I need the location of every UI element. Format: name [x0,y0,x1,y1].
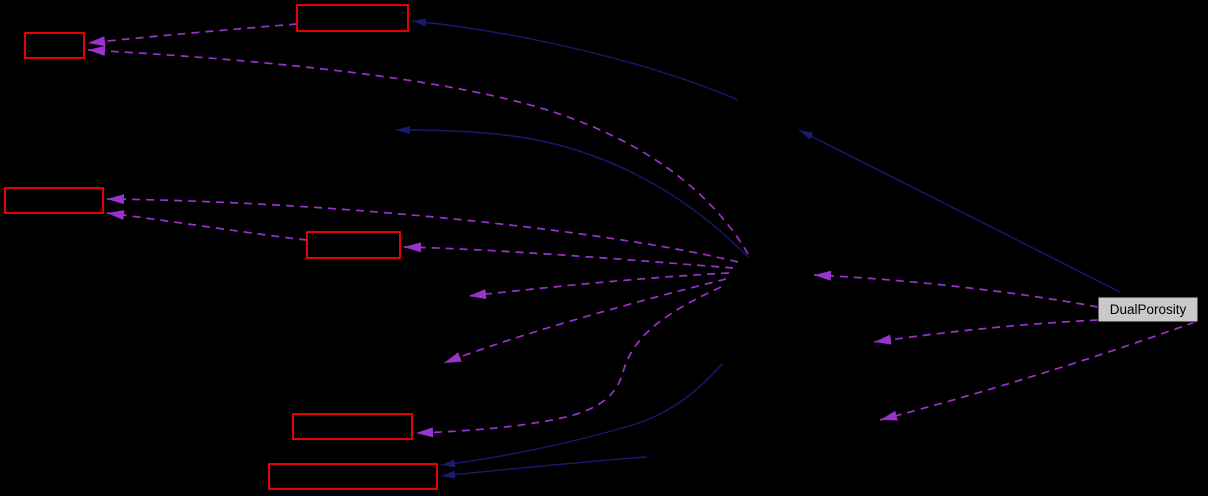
edge-usage-hidden-to-center [403,242,734,269]
edge-usage-hidden-to-bottom [415,286,722,438]
node-class-box-top-middle[interactable] [296,4,409,32]
edge-inherit-dualporosity-to-hidden [798,129,1121,293]
edge-inherit-hidden-to-hidden-left [395,126,749,258]
edge-inherit-hidden-to-bottom-wide-1 [440,363,723,468]
edge-usage-center-to-left-middle [106,210,308,241]
node-class-box-top-left[interactable] [24,32,85,59]
edge-usage-dualporosity-to-hidden-e [879,321,1196,421]
edge-usage-hidden-to-hidden-a [468,272,730,300]
node-class-box-bottom-wide[interactable] [268,463,438,490]
edge-inherit-hidden-to-bottom-wide-2 [440,456,648,479]
node-class-box-left-middle[interactable] [4,187,104,214]
node-dual-porosity[interactable]: DualPorosity [1097,296,1199,323]
node-class-box-bottom[interactable] [292,413,413,440]
edge-usage-hidden-to-left-middle-1 [106,194,739,263]
edge-usage-hidden-to-top-left [87,45,749,255]
edge-usage-dualporosity-to-hidden-c [813,270,1099,308]
edge-usage-top-middle-to-top-left [87,23,298,47]
edge-inherit-hidden-to-top-middle [411,18,739,101]
node-label-dual-porosity: DualPorosity [1110,302,1187,317]
edge-usage-hidden-to-hidden-b [443,278,727,364]
edge-usage-dualporosity-to-hidden-d [873,319,1099,345]
node-class-box-center[interactable] [306,231,401,259]
